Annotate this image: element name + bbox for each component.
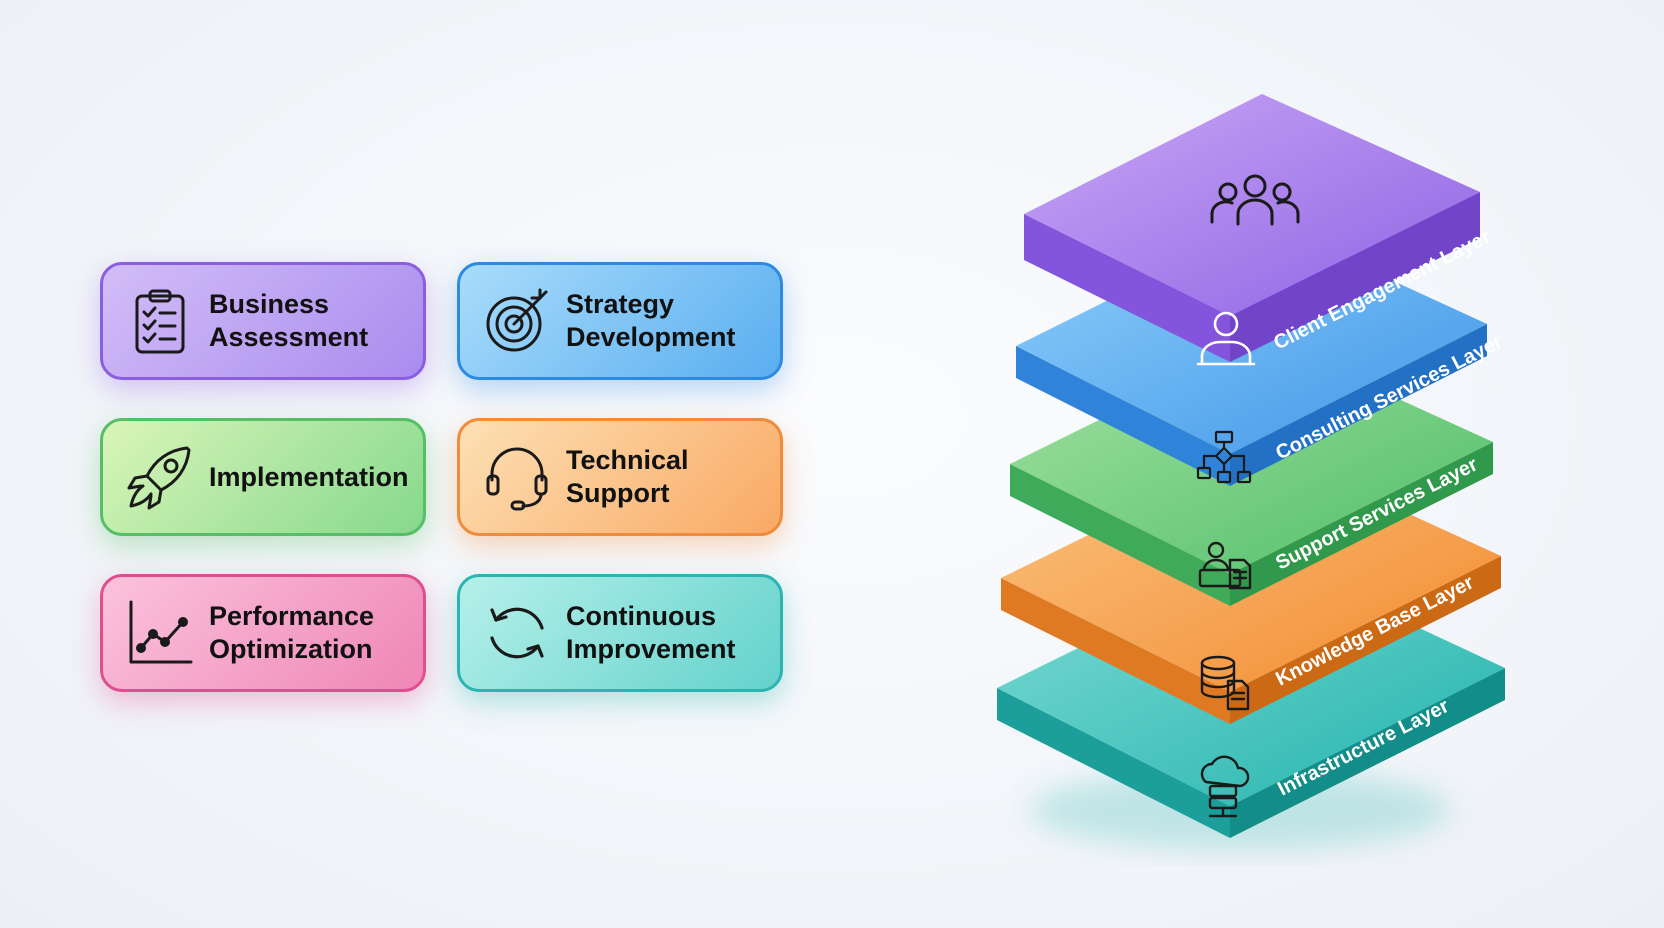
card-label: Performance Optimization: [209, 601, 375, 664]
clipboard-checklist-icon: [125, 286, 195, 356]
headset-icon: [482, 442, 552, 512]
card-label: Technical Support: [566, 445, 689, 508]
card-label: Business Assessment: [209, 289, 369, 352]
target-arrow-icon: [482, 286, 552, 356]
card-label: Continuous Improvement: [566, 601, 736, 664]
database-document-icon: [1200, 655, 1250, 711]
capability-cards: Business Assessment Strategy Development: [0, 0, 820, 928]
card-continuous-improvement[interactable]: Continuous Improvement: [457, 574, 783, 692]
card-label: Strategy Development: [566, 289, 736, 352]
card-implementation[interactable]: Implementation: [100, 418, 426, 536]
user-icon: [1196, 311, 1256, 366]
card-strategy-development[interactable]: Strategy Development: [457, 262, 783, 380]
card-business-assessment[interactable]: Business Assessment: [100, 262, 426, 380]
card-label: Implementation: [209, 461, 409, 492]
user-group-icon: [1210, 174, 1300, 226]
line-chart-icon: [125, 598, 195, 668]
card-technical-support[interactable]: Technical Support: [457, 418, 783, 536]
rocket-icon: [125, 442, 195, 512]
card-performance-optimization[interactable]: Performance Optimization: [100, 574, 426, 692]
cloud-server-icon: [1200, 755, 1250, 818]
flowchart-icon: [1196, 430, 1252, 484]
refresh-cycle-icon: [482, 598, 552, 668]
agent-desk-icon: [1198, 541, 1252, 590]
